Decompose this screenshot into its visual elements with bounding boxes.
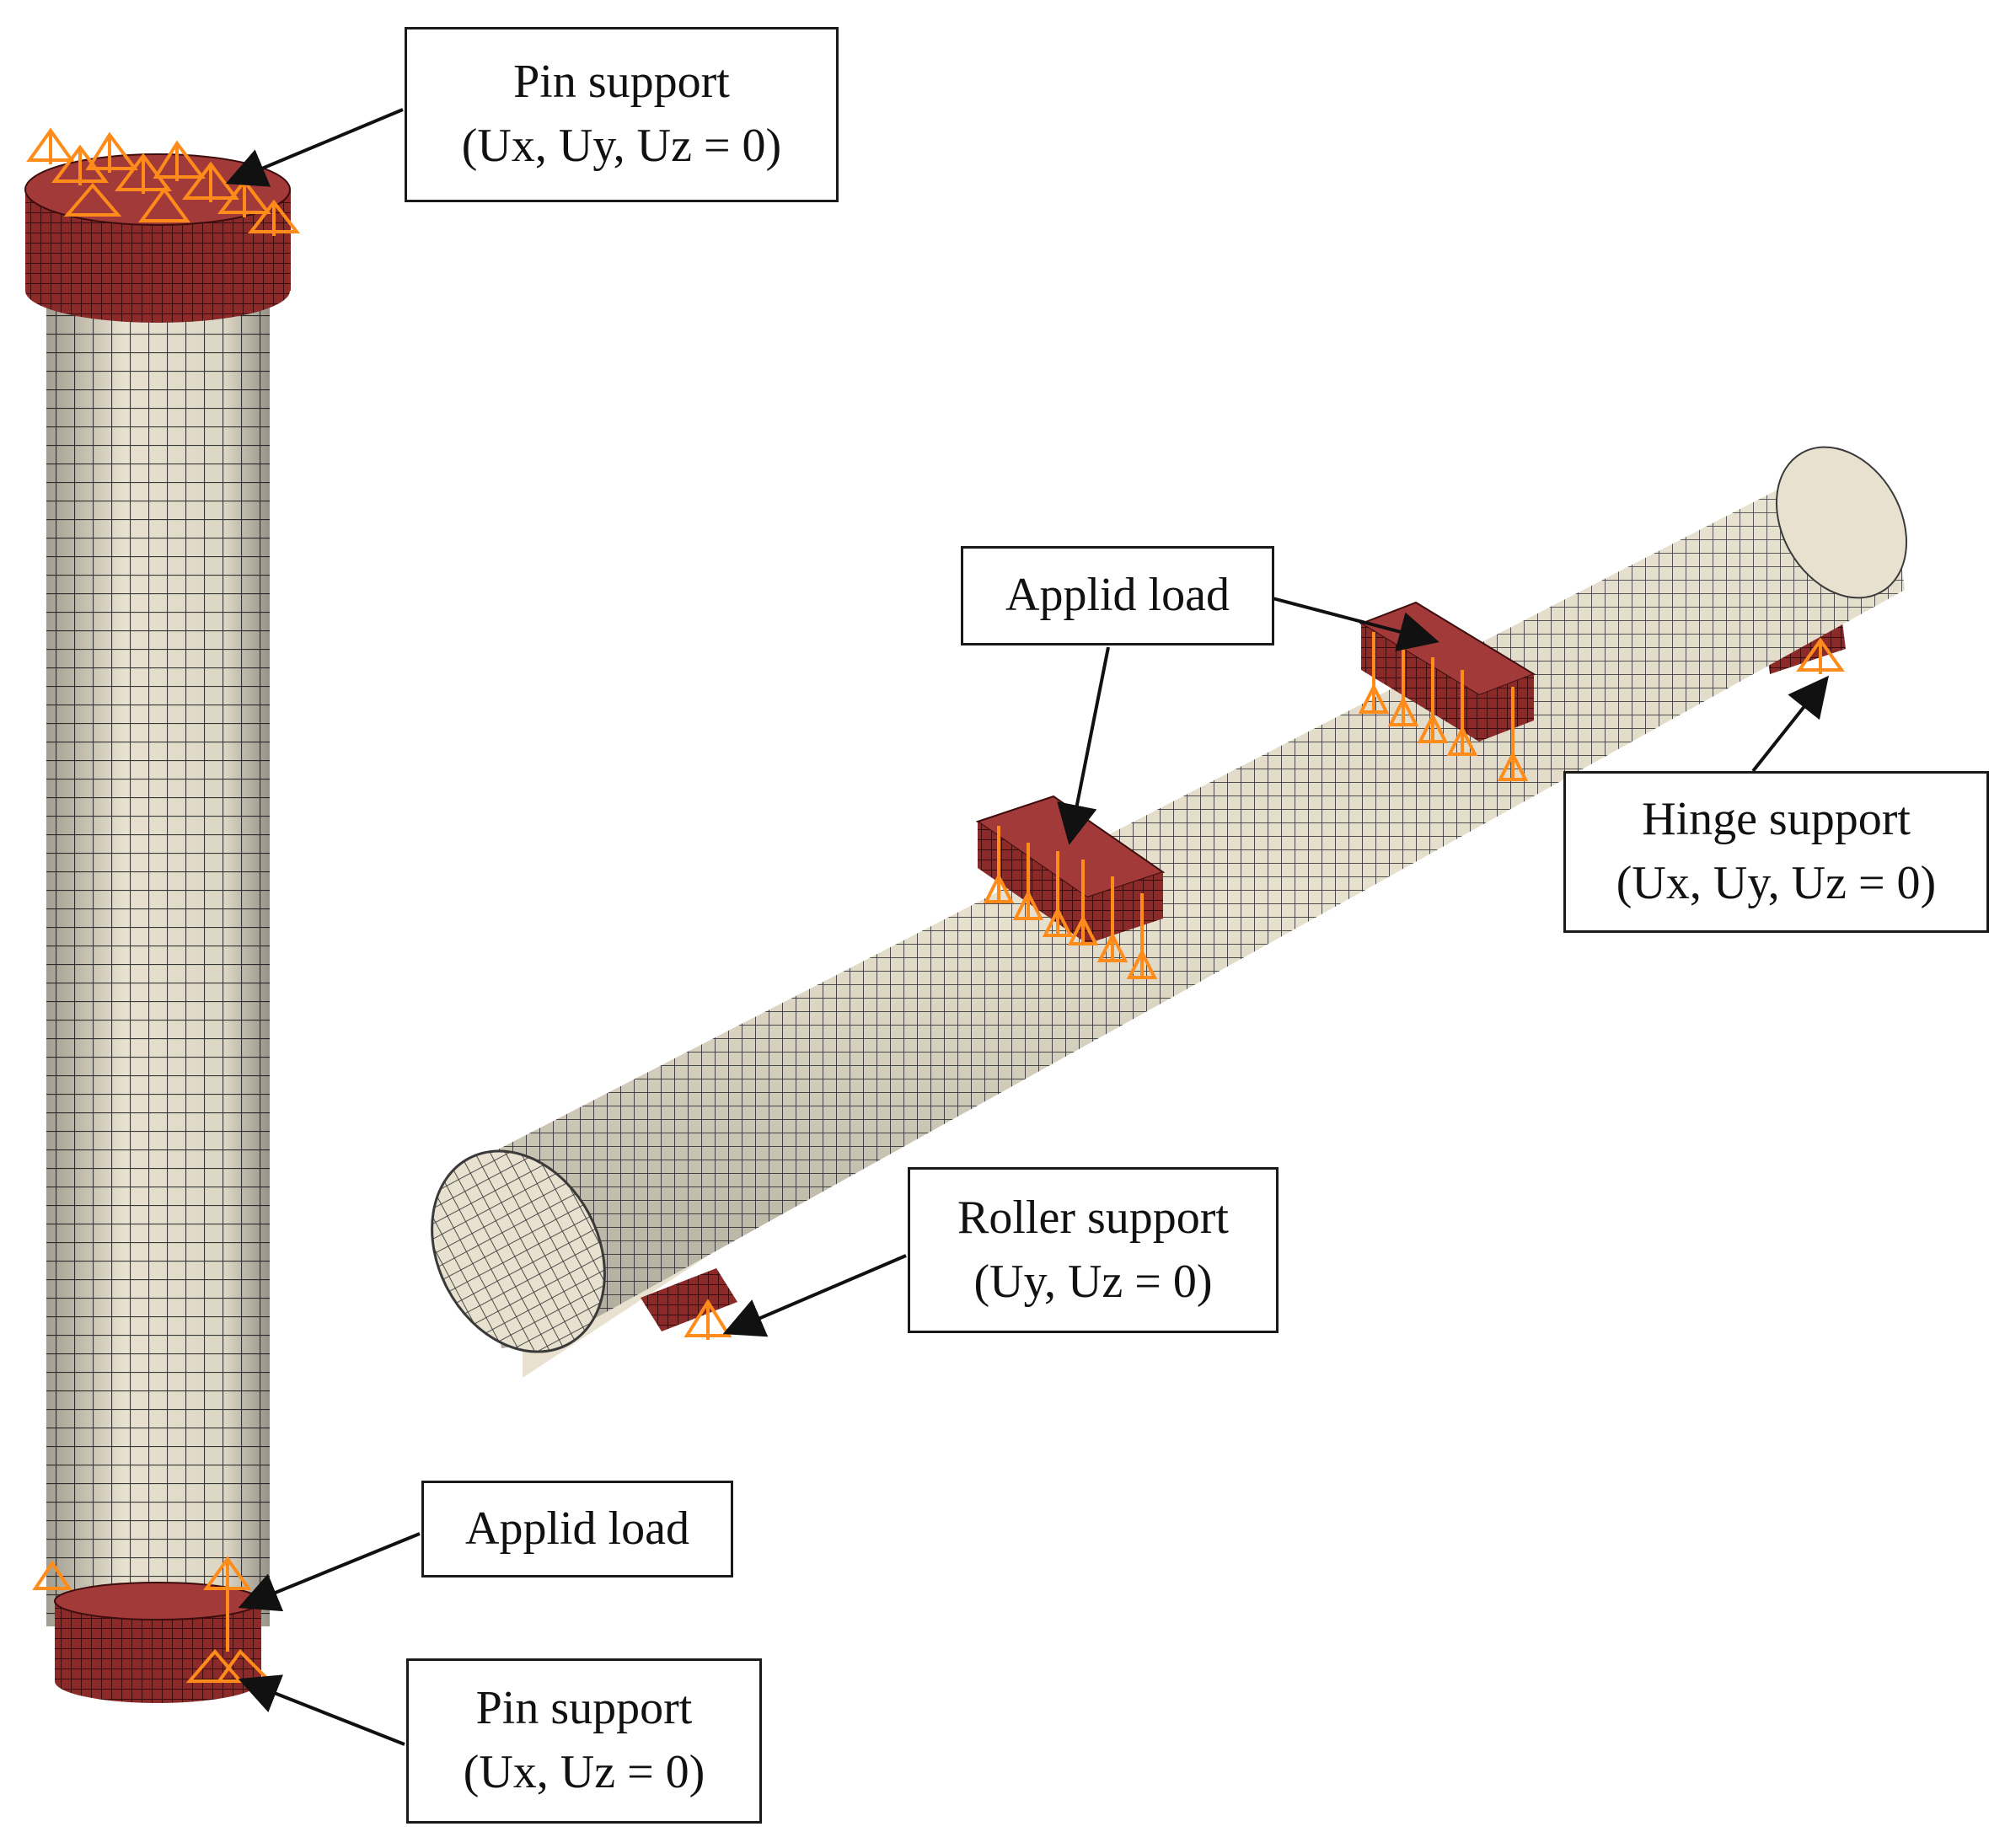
beam-model — [431, 446, 1908, 1378]
beam-roller-pad — [641, 1268, 737, 1340]
callout-constraint: (Ux, Uy, Uz = 0) — [1616, 857, 1937, 909]
callout-constraint: (Ux, Uy, Uz = 0) — [461, 120, 782, 172]
callout-constraint: (Ux, Uz = 0) — [463, 1746, 705, 1798]
beam-load-pad-left — [975, 795, 1166, 979]
arrow-beam-roller — [722, 1254, 907, 1337]
arrow-column-load — [238, 1532, 421, 1612]
column-top-cap — [24, 153, 291, 323]
callout-title: Roller support — [957, 1191, 1229, 1244]
column-model — [24, 127, 301, 1703]
callout-title: Pin support — [475, 1682, 693, 1735]
callout-title: Applid load — [1005, 569, 1230, 622]
callout-beam-hinge: Hinge support (Ux, Uy, Uz = 0) — [1563, 771, 1989, 933]
callout-title: Applid load — [465, 1502, 689, 1555]
column-bottom-cap — [54, 1582, 261, 1703]
callout-beam-roller: Roller support (Uy, Uz = 0) — [908, 1167, 1279, 1333]
callout-column-top-pin: Pin support (Ux, Uy, Uz = 0) — [405, 27, 839, 202]
callout-beam-load: Applid load — [961, 546, 1274, 645]
leader-arrows — [225, 108, 1829, 1746]
arrow-beam-load-left — [1057, 646, 1110, 845]
callout-title: Hinge support — [1642, 793, 1911, 846]
arrow-beam-hinge — [1751, 675, 1829, 773]
arrow-column-top-pin — [225, 108, 404, 187]
arrow-beam-load-right — [1272, 597, 1439, 652]
beam-end-face — [431, 1149, 606, 1353]
callout-title: Pin support — [513, 56, 730, 109]
arrow-column-bottom-pin — [238, 1674, 405, 1746]
callout-constraint: (Uy, Uz = 0) — [973, 1255, 1213, 1308]
column-top-pin-symbols — [26, 127, 301, 236]
callout-column-bottom-pin: Pin support (Ux, Uz = 0) — [406, 1658, 762, 1824]
callout-column-load: Applid load — [421, 1481, 733, 1577]
